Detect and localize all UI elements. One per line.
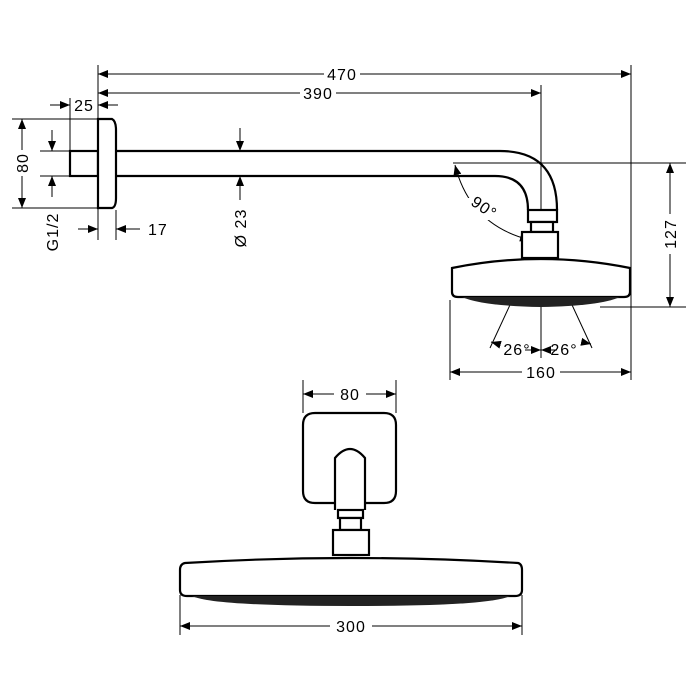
dim-25: 25 bbox=[74, 98, 94, 115]
dim-80-front: 80 bbox=[340, 387, 360, 404]
dim-390: 390 bbox=[303, 86, 333, 103]
shower-arm-bottom bbox=[116, 174, 530, 211]
dim-17: 17 bbox=[148, 222, 168, 239]
dim-26-right: 26° bbox=[550, 342, 577, 359]
shower-head-front bbox=[178, 556, 524, 598]
nozzles-side bbox=[462, 297, 620, 307]
head-nut-front bbox=[331, 528, 371, 557]
nozzles-front bbox=[192, 596, 510, 606]
side-view bbox=[68, 117, 632, 307]
dim-160: 160 bbox=[526, 365, 556, 382]
dim-diameter: Ø 23 bbox=[233, 209, 250, 248]
dim-127: 127 bbox=[663, 219, 680, 249]
arm-front bbox=[333, 447, 367, 510]
dim-80-side: 80 bbox=[15, 153, 32, 173]
front-view bbox=[178, 411, 524, 606]
wall-plate bbox=[96, 117, 118, 210]
dim-300: 300 bbox=[336, 619, 366, 636]
shower-arm-top bbox=[116, 149, 559, 211]
shower-head-side bbox=[450, 257, 632, 299]
dim-thread: G1/2 bbox=[45, 213, 62, 252]
dim-470: 470 bbox=[327, 67, 357, 84]
dim-26-left: 26° bbox=[503, 342, 530, 359]
head-nut bbox=[520, 230, 560, 260]
dimension-labels: 470 390 25 80 G1/2 17 Ø 23 90° 127 26° 2… bbox=[14, 65, 680, 636]
thread-nipple bbox=[68, 149, 100, 178]
